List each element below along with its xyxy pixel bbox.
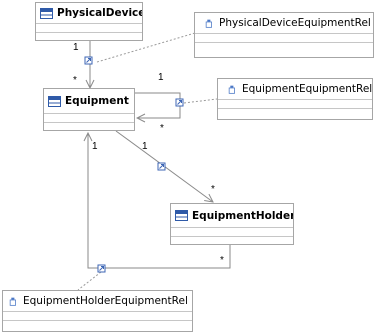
association-line-equipmentholder-equipment[interactable] [88,133,231,269]
class-equipmentholderequipmentrel-header: EquipmentHolderEquipmentRel [3,291,192,312]
multiplicity-self-target: * [160,123,164,134]
multiplicity-holder-target: * [211,184,215,195]
class-equipmentequipmentrel[interactable]: EquipmentEquipmentRel [217,78,373,120]
class-equipmentholderequipmentrel-name: EquipmentHolderEquipmentRel [23,295,188,307]
class-equipment[interactable]: Equipment [43,88,135,131]
class-equipmentholderequipmentrel-attributes [3,312,192,321]
entity-class-icon [175,210,188,221]
association-class-link-physicaldevice [96,32,196,63]
entity-class-icon [48,95,61,107]
class-equipmentholderequipmentrel-operations [3,321,192,329]
class-physicaldeviceequipmentrel[interactable]: PhysicalDeviceEquipmentRel [194,12,374,58]
class-equipmentequipmentrel-name: EquipmentEquipmentRel [242,83,372,95]
class-physicaldevice-name: PhysicalDevice [57,7,142,19]
class-equipmentholderequipmentrel[interactable]: EquipmentHolderEquipmentRel [2,290,193,332]
class-physicaldevice-attributes [36,24,142,33]
class-physicaldevice-header: PhysicalDevice [36,3,142,24]
association-anchor-equipmentholder[interactable] [157,162,166,171]
association-class-link-holder [77,271,102,291]
class-equipmentholder[interactable]: EquipmentHolder [170,203,294,245]
association-class-link-self [183,98,218,104]
class-physicaldevice[interactable]: PhysicalDevice [35,2,143,41]
association-class-icon [9,297,16,306]
class-equipmentequipmentrel-attributes [218,100,372,109]
class-equipmentequipmentrel-operations [218,109,372,117]
association-anchor-holder-rel[interactable] [97,264,106,273]
class-physicaldeviceequipmentrel-header: PhysicalDeviceEquipmentRel [195,13,373,34]
class-physicaldevice-operations [36,33,142,41]
class-equipment-name: Equipment [65,95,129,107]
multiplicity-physicaldevice-target: * [73,75,77,86]
multiplicity-self-source: 1 [158,72,164,83]
multiplicity-holder-source: 1 [142,141,148,152]
class-equipment-operations [44,123,134,131]
class-equipmentholder-name: EquipmentHolder [192,209,293,222]
class-equipment-attributes [44,114,134,123]
class-equipmentequipmentrel-header: EquipmentEquipmentRel [218,79,372,100]
class-equipmentholder-header: EquipmentHolder [171,204,293,228]
association-class-icon [205,19,212,28]
association-line-equipment-self[interactable] [135,92,181,118]
association-class-icon [228,85,235,94]
entity-class-icon [40,7,53,19]
association-anchor-physicaldevice[interactable] [84,56,93,65]
class-physicaldeviceequipmentrel-operations [195,43,373,51]
multiplicity-physicaldevice-source: 1 [73,42,79,53]
class-physicaldeviceequipmentrel-name: PhysicalDeviceEquipmentRel [219,17,371,29]
class-equipmentholder-operations [171,237,293,245]
class-equipment-header: Equipment [44,89,134,114]
class-physicaldeviceequipmentrel-attributes [195,34,373,43]
class-equipmentholder-attributes [171,228,293,237]
multiplicity-holder-rel-source: 1 [92,141,98,152]
association-anchor-self[interactable] [175,98,184,107]
multiplicity-holder-rel-target: * [220,255,224,266]
